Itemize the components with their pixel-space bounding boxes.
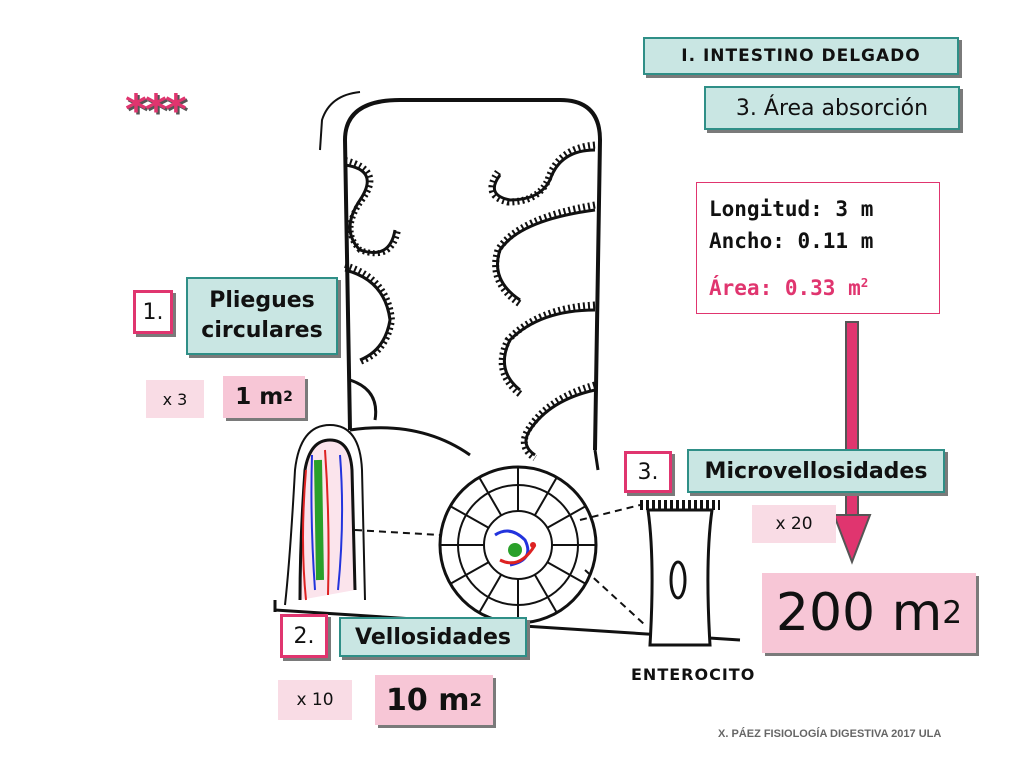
circular-folds-left-texture	[344, 157, 401, 365]
microvellosidades-multiplier: x 20	[752, 505, 836, 543]
pliegues-multiplier-text: x 3	[162, 389, 188, 409]
microvellosidades-label: Microvellosidades	[687, 449, 945, 493]
step-1-number-text: 1.	[142, 299, 164, 325]
footer-credit: X. PÁEZ FISIOLOGÍA DIGESTIVA 2017 ULA	[718, 728, 942, 740]
arrow-down-icon	[832, 321, 872, 565]
pliegues-label: Pliegues circulares	[186, 277, 338, 355]
step-2-number: 2.	[280, 614, 328, 658]
circular-folds-left	[344, 163, 397, 421]
subtitle: 3. Área absorción	[704, 86, 960, 130]
villus-drawing	[284, 423, 366, 606]
intestine-wall	[342, 98, 603, 451]
total-area-value: 200 m	[775, 583, 943, 643]
step-3-number: 3.	[624, 451, 672, 493]
step-1-number: 1.	[133, 290, 173, 334]
step-3-number-text: 3.	[637, 459, 659, 485]
vellosidades-label-text: Vellosidades	[355, 624, 511, 650]
area-text: Área: 0.33 m2	[709, 267, 927, 304]
pliegues-label-line1: Pliegues	[209, 288, 315, 313]
microvellosidades-multiplier-text: x 20	[775, 514, 813, 534]
area-value: Área: 0.33 m	[709, 276, 861, 300]
pliegues-multiplier: x 3	[146, 380, 204, 418]
section-title-text: I. INTESTINO DELGADO	[681, 46, 921, 66]
vellosidades-multiplier-text: x 10	[296, 690, 334, 710]
enterocyte-drawing	[640, 500, 720, 647]
dimensions-box: Longitud: 3 m Ancho: 0.11 m Área: 0.33 m…	[696, 182, 940, 314]
total-area-exp: 2	[942, 595, 963, 631]
vellosidades-result-value: 10 m	[386, 682, 470, 718]
step-2-number-text: 2.	[293, 623, 315, 649]
pliegues-label-line2: circulares	[201, 318, 323, 343]
subtitle-text: 3. Área absorción	[735, 95, 929, 121]
microvellosidades-label-text: Microvellosidades	[704, 458, 928, 484]
pliegues-result-value: 1 m	[235, 384, 284, 410]
area-exponent: 2	[860, 275, 869, 290]
enterocyte-label: ENTEROCITO	[631, 665, 756, 684]
pliegues-result-exp: 2	[283, 389, 293, 405]
vellosidades-result-exp: 2	[469, 689, 482, 711]
villus-cross-section	[438, 465, 598, 625]
importance-stars: ***	[125, 85, 187, 134]
length-text: Longitud: 3 m	[709, 197, 874, 221]
vellosidades-label: Vellosidades	[339, 617, 527, 657]
section-title: I. INTESTINO DELGADO	[643, 37, 959, 75]
width-text: Ancho: 0.11 m	[709, 229, 874, 253]
vellosidades-multiplier: x 10	[278, 680, 352, 720]
